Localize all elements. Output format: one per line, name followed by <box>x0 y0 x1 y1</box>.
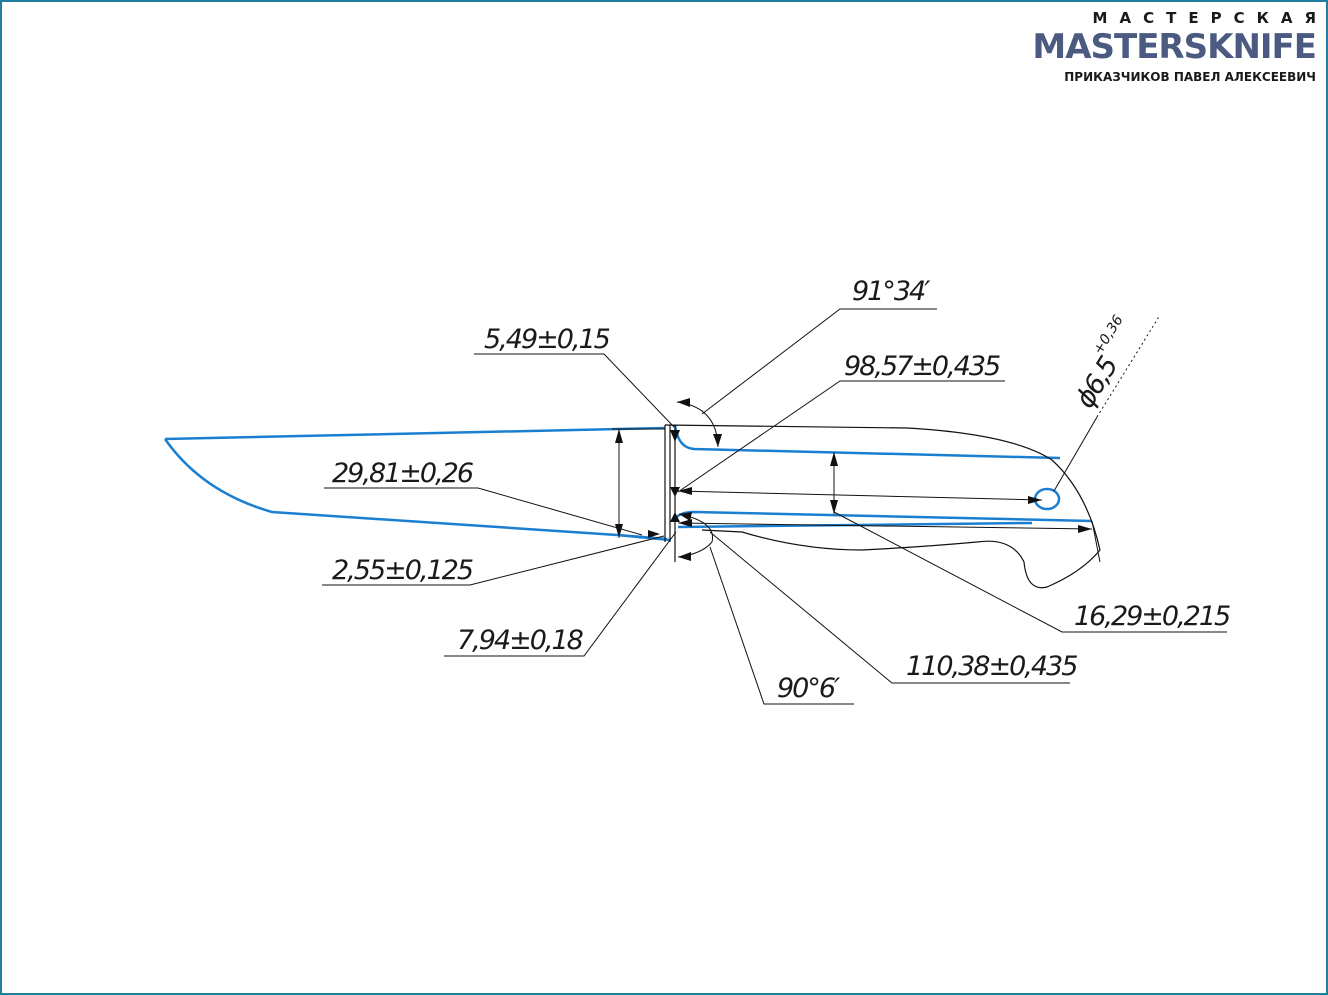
handle-outline <box>664 424 1101 589</box>
arrow <box>1028 496 1042 504</box>
leader-blade-height <box>324 487 643 536</box>
workshop-logo: МАСТЕРСКАЯ MASTERSKNIFE ПРИКАЗЧИКОВ ПАВЕ… <box>1032 8 1317 88</box>
blade-outline <box>163 426 671 542</box>
dim-blade-height-line <box>612 428 665 538</box>
dim-handle-length: 98,57±0,435 <box>844 351 1000 382</box>
leader-handle-length <box>677 380 1005 493</box>
arrow <box>679 512 692 521</box>
leader-guard-height <box>444 531 677 657</box>
dim-total-length-line <box>677 520 1101 563</box>
dim-total-length: 110,38±0,435 <box>906 651 1077 682</box>
leader-angle-top <box>701 308 937 415</box>
dim-angle-top: 91°34′ <box>852 276 930 307</box>
arrow <box>615 429 623 443</box>
logo-workshop-label: МАСТЕРСКАЯ <box>1092 9 1328 27</box>
arrow <box>670 430 680 442</box>
arrow <box>1078 525 1092 533</box>
leader-edge-offset <box>322 535 665 586</box>
rivet-hole <box>1033 487 1061 511</box>
leader-total-length <box>709 531 1070 684</box>
arrow <box>678 552 691 561</box>
dim-guard-height: 7,94±0,18 <box>457 625 583 656</box>
arrow <box>670 487 680 497</box>
angle-arc-bottom <box>677 513 714 558</box>
arrow <box>830 500 838 514</box>
arrow <box>670 512 680 522</box>
arrow <box>678 519 692 527</box>
tang-bottom-line-2 <box>677 521 1033 529</box>
dim-edge-offset: 2,55±0,125 <box>332 555 473 586</box>
blade-edge-bevel <box>616 533 668 541</box>
arrow <box>713 434 722 447</box>
arrow <box>648 530 660 538</box>
logo-brand-name: MASTERSKNIFE <box>1032 27 1317 67</box>
leader-hole <box>1053 416 1098 492</box>
leader-angle-bottom <box>709 546 854 705</box>
logo-owner-name: ПРИКАЗЧИКОВ ПАВЕЛ АЛЕКСЕЕВИЧ <box>1064 70 1316 84</box>
tang-bottom-line <box>673 510 1093 523</box>
dim-spine-thickness: 5,49±0,15 <box>484 324 610 355</box>
dim-blade-height: 29,81±0,26 <box>332 458 473 489</box>
arrow <box>830 452 838 466</box>
dim-hole-tolerance: +0,36 <box>1090 312 1126 357</box>
dim-angle-bottom: 90°6′ <box>777 673 840 704</box>
angle-arc-top <box>676 401 719 448</box>
leader-spine-thickness <box>474 353 675 428</box>
tang-top-line <box>673 424 1061 460</box>
dim-hole-diameter: ϕ6,5 <box>1070 352 1125 414</box>
dim-hole-group: ϕ6,5 +0,36 <box>1070 312 1127 414</box>
leader-tang-height <box>833 511 1227 633</box>
arrow <box>677 398 690 407</box>
arrow <box>678 487 692 495</box>
dim-tang-height: 16,29±0,215 <box>1074 601 1230 632</box>
dim-handle-length-line <box>677 490 1043 501</box>
